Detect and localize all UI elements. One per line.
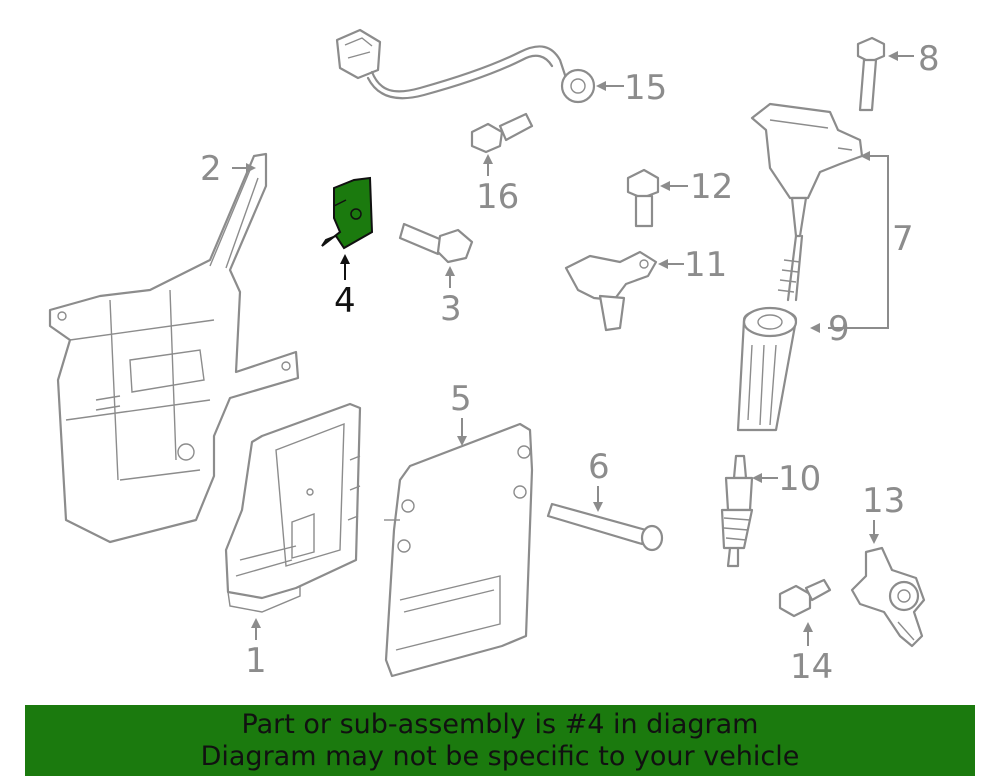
info-banner: Part or sub-assembly is #4 in diagram Di… [25,705,975,776]
diagram-canvas: 15 8 7 9 16 12 [48,28,940,687]
callout-11[interactable]: 11 [684,245,727,285]
part-12-bolt[interactable] [626,168,660,228]
callout-7[interactable]: 7 [892,219,914,259]
callout-6[interactable]: 6 [588,447,610,487]
callout-3[interactable]: 3 [440,289,462,329]
part-14-bolt[interactable] [778,578,832,618]
callout-12[interactable]: 12 [690,167,733,207]
callout-14[interactable]: 14 [790,647,833,687]
part-6-long-bolt[interactable] [546,502,664,552]
part-2-ecm-bracket[interactable] [48,152,300,544]
callout-8[interactable]: 8 [918,39,940,79]
part-7-ignition-coil[interactable] [750,102,864,302]
callout-9[interactable]: 9 [828,309,850,349]
part-5-ecm-cover[interactable] [384,422,534,678]
callout-4[interactable]: 4 [334,281,356,321]
part-10-spark-plug[interactable] [720,454,754,568]
callout-1[interactable]: 1 [245,641,267,681]
callout-15[interactable]: 15 [624,68,667,108]
callout-16[interactable]: 16 [476,177,519,217]
callout-13[interactable]: 13 [862,481,905,521]
part-4-bracket-highlighted[interactable] [321,176,374,250]
part-1-ecm-module[interactable] [224,402,362,613]
callout-10[interactable]: 10 [778,459,821,499]
banner-line-2: Diagram may not be specific to your vehi… [200,740,800,772]
callout-2[interactable]: 2 [200,149,222,189]
part-15-knock-sensor[interactable] [335,28,596,104]
banner-line-1: Part or sub-assembly is #4 in diagram [241,708,759,740]
callout-5[interactable]: 5 [450,379,472,419]
part-13-crank-sensor[interactable] [850,546,926,648]
arrow-15 [596,81,606,91]
part-16-bolt[interactable] [470,112,534,154]
part-9-coil-boot[interactable] [736,306,798,432]
part-3-bolt[interactable] [398,222,474,264]
part-8-bolt[interactable] [856,36,886,112]
part-11-cam-sensor[interactable] [564,250,658,332]
